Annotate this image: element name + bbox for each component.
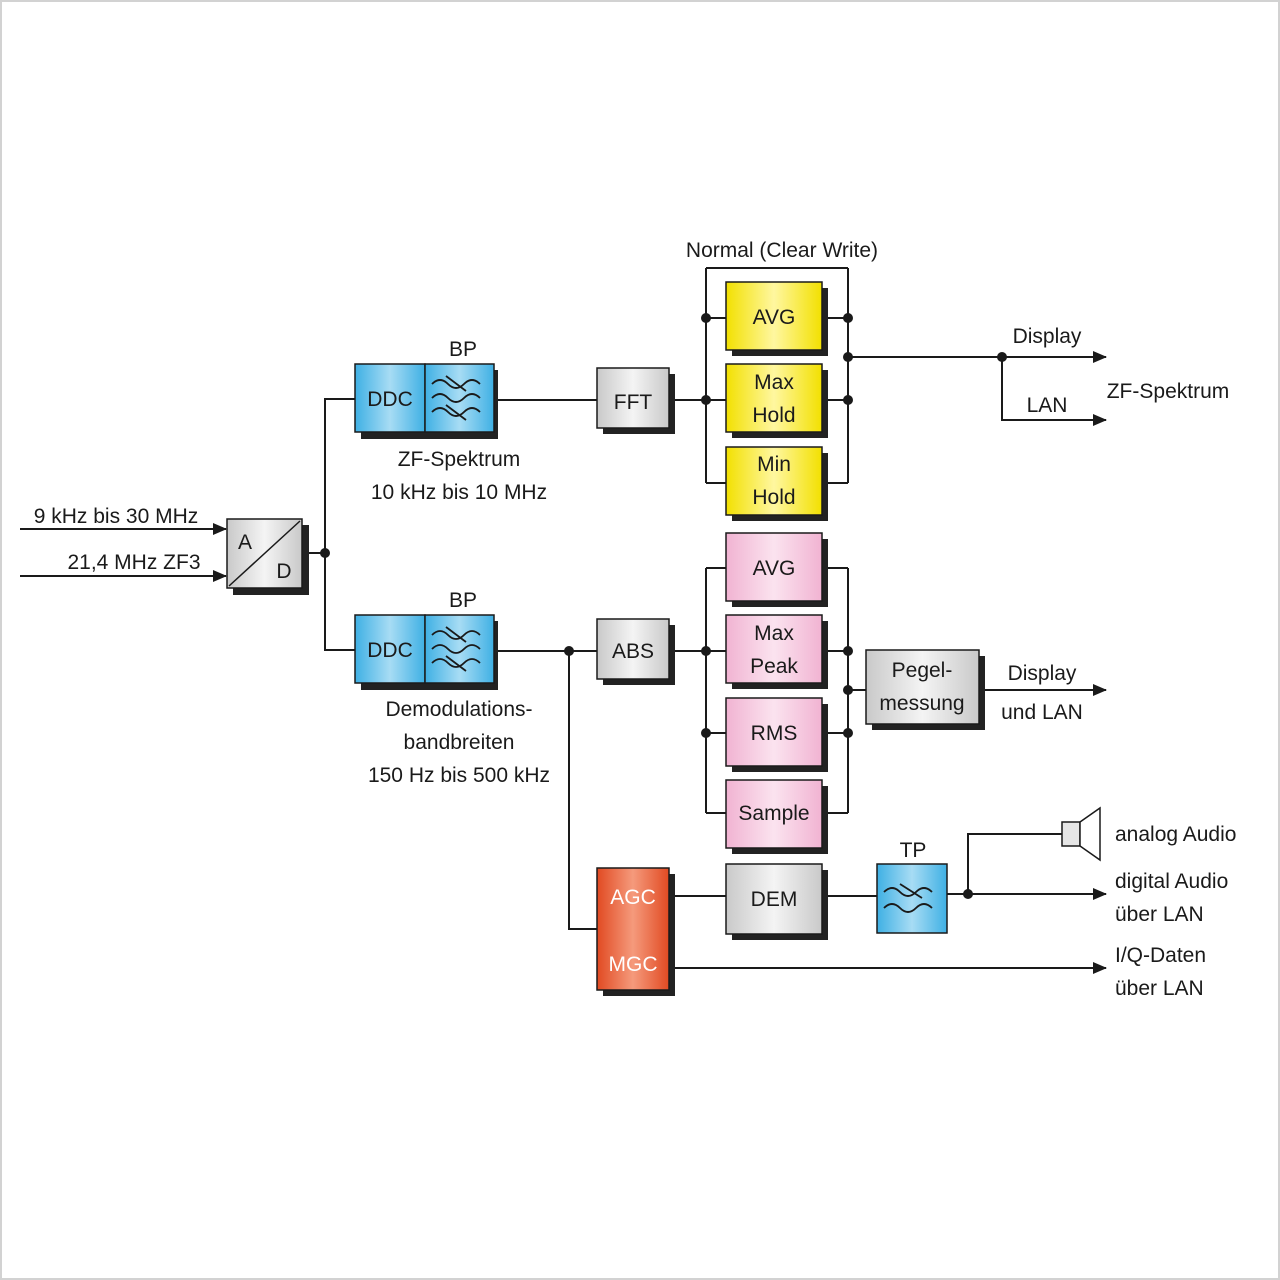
avg-yellow-label: AVG: [753, 306, 796, 329]
mgc-label: MGC: [609, 953, 658, 976]
bandpass-filter-icon: [431, 375, 481, 421]
min-hold-label-2: Hold: [752, 486, 795, 509]
abs-block: ABS: [596, 618, 675, 685]
upper-ddc-block: DDC: [354, 363, 498, 439]
min-hold-label-1: Min: [757, 453, 791, 476]
max-peak-label-1: Max: [754, 622, 794, 645]
dem-block: DEM: [725, 863, 828, 940]
lower-lan-label: und LAN: [1001, 701, 1083, 724]
adc-a-label: A: [238, 531, 252, 554]
lower-caption-1: Demodulations-: [385, 698, 532, 721]
input2-label: 21,4 MHz ZF3: [67, 551, 200, 574]
upper-caption-2: 10 kHz bis 10 MHz: [371, 481, 547, 504]
rms-label: RMS: [751, 722, 798, 745]
max-peak-block: Max Peak: [725, 614, 828, 689]
lower-caption-2: bandbreiten: [404, 731, 515, 754]
max-hold-label-2: Hold: [752, 404, 795, 427]
upper-caption-1: ZF-Spektrum: [398, 448, 521, 471]
upper-display-label: Display: [1013, 325, 1082, 348]
lower-caption-3: 150 Hz bis 500 kHz: [368, 764, 550, 787]
lower-ddc-block: DDC: [354, 614, 498, 690]
rms-block: RMS: [725, 697, 828, 772]
max-hold-block: Max Hold: [725, 363, 828, 438]
digital-audio-label-2: über LAN: [1115, 903, 1204, 926]
min-hold-block: Min Hold: [725, 446, 828, 521]
input1-label: 9 kHz bis 30 MHz: [34, 505, 199, 528]
iq-label-1: I/Q-Daten: [1115, 944, 1206, 967]
zf-spektrum-output-label: ZF-Spektrum: [1107, 380, 1230, 403]
adc-d-label: D: [276, 560, 291, 583]
sample-label: Sample: [738, 802, 809, 825]
adc-block: A D: [226, 518, 309, 595]
iq-label-2: über LAN: [1115, 977, 1204, 1000]
max-hold-label-1: Max: [754, 371, 794, 394]
pegelmessung-block: Pegel- messung: [865, 649, 985, 730]
normal-clear-write-label: Normal (Clear Write): [686, 239, 878, 262]
lan-arrow: [1001, 357, 1107, 426]
dem-label: DEM: [751, 888, 798, 911]
analog-audio-label: analog Audio: [1115, 823, 1236, 846]
tp-label: TP: [900, 839, 927, 862]
avg-pink-label: AVG: [753, 557, 796, 580]
lower-bp-label: BP: [449, 589, 477, 612]
avg-yellow-block: AVG: [725, 281, 828, 356]
pegel-label-1: Pegel-: [892, 659, 953, 682]
lowpass-filter-block: [876, 863, 948, 934]
avg-pink-block: AVG: [725, 532, 828, 607]
bandpass-filter-icon: [431, 626, 481, 672]
upper-ddc-label: DDC: [367, 388, 413, 411]
lowpass-filter-icon: [883, 883, 933, 913]
wires: [20, 267, 1107, 974]
digital-audio-label-1: digital Audio: [1115, 870, 1228, 893]
upper-lan-label: LAN: [1027, 394, 1068, 417]
sample-block: Sample: [725, 779, 828, 854]
upper-bp-label: BP: [449, 338, 477, 361]
max-peak-label-2: Peak: [750, 655, 798, 678]
lower-ddc-label: DDC: [367, 639, 413, 662]
agc-mgc-block: AGC MGC: [596, 867, 675, 996]
split-wire: [324, 398, 355, 651]
fft-block: FFT: [596, 367, 675, 434]
lower-display-label: Display: [1008, 662, 1077, 685]
pegel-label-2: messung: [879, 692, 964, 715]
fft-label: FFT: [614, 391, 653, 414]
agc-label: AGC: [610, 886, 656, 909]
junction-dot: [320, 548, 330, 558]
abs-label: ABS: [612, 640, 654, 663]
speaker-icon: [1061, 806, 1101, 862]
